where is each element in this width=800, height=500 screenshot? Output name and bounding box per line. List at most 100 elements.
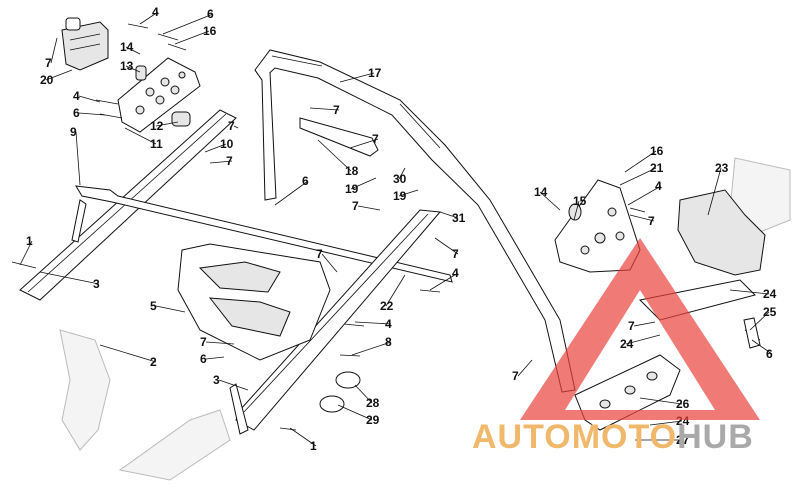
callout-leader-line	[75, 131, 81, 186]
callout: 13	[120, 59, 141, 73]
callout: 20	[40, 69, 73, 87]
callout: 3	[39, 271, 100, 291]
callout-number: 7	[316, 247, 323, 261]
callout-number: 7	[648, 214, 655, 228]
callout-leader-line	[274, 180, 309, 206]
callout-leader-line	[19, 240, 33, 266]
callout-leader-line	[633, 321, 656, 327]
callout: 1	[19, 234, 33, 266]
callout-leader-line	[205, 341, 235, 345]
callout: 7	[512, 359, 533, 383]
watermark-brand-auto: AUTO	[472, 418, 572, 456]
bracket-assembly-23	[677, 189, 766, 276]
callout-number: 3	[93, 277, 100, 291]
callout: 25	[749, 305, 777, 331]
callout: 9	[70, 125, 81, 186]
callout-leader-line	[155, 305, 186, 313]
clamp-29	[319, 395, 345, 413]
callout-number: 7	[372, 132, 379, 146]
callout-number: 7	[628, 319, 635, 333]
callout-number: 30	[393, 172, 407, 186]
callout-leader-line	[629, 214, 655, 222]
callout-leader-line	[434, 237, 459, 255]
callout-leader-line	[707, 167, 722, 216]
callout-number: 7	[45, 56, 52, 70]
callout-number: 7	[333, 103, 340, 117]
callout-number: 7	[512, 369, 519, 383]
callout: 16	[624, 144, 664, 173]
callout: 1	[289, 427, 317, 453]
callout-number: 4	[152, 5, 159, 19]
callout: 17	[339, 66, 382, 83]
callout-leader-line	[321, 253, 338, 273]
callout-leader-line	[385, 274, 406, 307]
callout-number: 27	[676, 433, 690, 447]
callout-number: 6	[207, 7, 214, 21]
callout-leader-line	[625, 334, 661, 345]
callout-number: 7	[352, 199, 359, 213]
callout: 7	[45, 37, 58, 70]
callout: 4	[73, 89, 101, 103]
callout-leader-line	[162, 13, 214, 35]
callout-number: 19	[393, 189, 407, 203]
watermark-brand-hub: HUB	[677, 418, 754, 456]
callout-leader-line	[354, 384, 373, 404]
callout: 29	[337, 404, 380, 427]
callout-number: 1	[310, 439, 317, 453]
callout: 26	[639, 397, 690, 411]
long-rail-left	[19, 109, 453, 301]
callout-leader-line	[398, 167, 406, 180]
callout: 14	[120, 40, 141, 55]
strap-right	[743, 317, 761, 349]
callout-leader-line	[398, 189, 419, 197]
callout: 6	[200, 352, 225, 366]
callout: 7	[309, 103, 340, 117]
callout: 18	[317, 139, 359, 178]
perforated-plate	[117, 57, 201, 133]
callout-number: 13	[120, 59, 134, 73]
callout-leader-line	[218, 379, 249, 391]
clamp-28	[335, 371, 361, 389]
callout: 4	[139, 5, 159, 25]
watermark: AUTOMOTOHUB	[472, 238, 760, 456]
callout-leader-line	[233, 125, 239, 129]
watermark-triangle	[520, 238, 760, 420]
callout-number: 19	[345, 182, 359, 196]
callout-leader-line	[139, 11, 159, 25]
callout-number: 15	[573, 194, 587, 208]
callout: 10	[204, 137, 234, 153]
callout: 7	[228, 119, 239, 133]
callout: 7	[209, 154, 233, 168]
callout-number: 3	[213, 373, 220, 387]
callout-leader-line	[99, 344, 157, 363]
callout: 8	[351, 335, 392, 356]
callout-leader-line	[124, 127, 157, 145]
callout: 27	[635, 433, 690, 447]
callout: 7	[316, 247, 338, 273]
callout: 31	[439, 211, 466, 225]
bracket-18	[299, 117, 379, 157]
callout-number: 8	[385, 335, 392, 349]
callout-leader-line	[517, 359, 533, 377]
callout-leader-line	[205, 356, 225, 360]
callout-leader-line	[125, 46, 141, 55]
callout-number: 10	[220, 137, 234, 151]
callout: 4	[354, 317, 392, 331]
callout-number: 6	[766, 347, 773, 361]
callout-leader-line	[639, 397, 683, 405]
callout-number: 14	[534, 185, 548, 199]
bushing	[135, 65, 147, 81]
callout-number: 31	[452, 211, 466, 225]
callout: 24	[620, 334, 661, 351]
callout: 7	[349, 132, 379, 149]
callout: 15	[573, 194, 587, 221]
callout-number: 23	[715, 161, 729, 175]
callout-leader-line	[45, 69, 73, 81]
callout: 3	[213, 373, 249, 391]
parts-linework	[11, 17, 791, 481]
callout: 4	[627, 179, 662, 206]
callout-leader-line	[729, 289, 770, 295]
callout: 12	[150, 119, 179, 133]
